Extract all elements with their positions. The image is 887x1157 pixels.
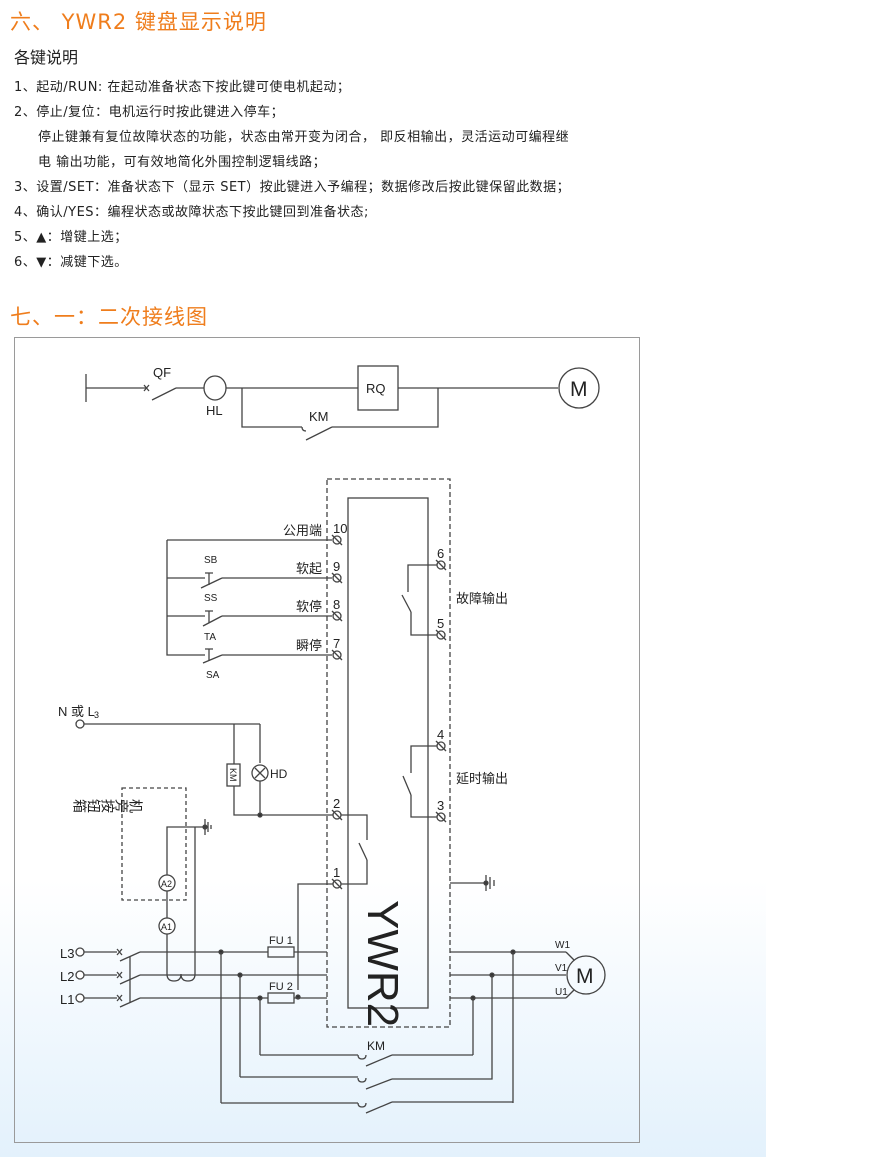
km-top-contact bbox=[305, 426, 333, 441]
key-desc-line: 3、设置/SET：准备状态下（显示 SET）按此键进入予编程；数据修改后按此键保… bbox=[14, 180, 571, 195]
fu1-label: FU 1 bbox=[269, 935, 293, 947]
delay-output-label: 延时输出 bbox=[456, 771, 508, 786]
section-7-title: 七、一：二次接线图 bbox=[10, 305, 208, 329]
coil-lamp-circuit bbox=[80, 723, 495, 1000]
wiring-diagram-frame bbox=[14, 337, 640, 1143]
terminal-number: 7 bbox=[333, 636, 340, 651]
terminal-5: 5 bbox=[435, 616, 447, 641]
phase-l2: L2 bbox=[60, 969, 74, 984]
km-bypass-contacts bbox=[221, 1054, 513, 1114]
qf-label: QF bbox=[153, 365, 171, 380]
hl-label: HL bbox=[206, 403, 223, 418]
terminal-number: 1 bbox=[333, 865, 340, 880]
terminal-10: 10 bbox=[331, 521, 347, 546]
fu1-fuse bbox=[267, 946, 295, 958]
terminal-2: 2 bbox=[331, 796, 343, 821]
hl-lamp-icon bbox=[203, 375, 227, 401]
motor-phase-v1: V1 bbox=[555, 963, 568, 974]
ammeter-a1-icon bbox=[158, 917, 176, 935]
fault-output-label: 故障输出 bbox=[456, 591, 508, 606]
fu2-label: FU 2 bbox=[269, 981, 293, 993]
terminal-6: 6 bbox=[435, 546, 447, 571]
motor-phase-u1: U1 bbox=[555, 987, 568, 998]
motor-output bbox=[450, 949, 606, 1103]
km-bottom-label: KM bbox=[367, 1039, 385, 1053]
terminal-4: 4 bbox=[435, 727, 447, 752]
rq-label: RQ bbox=[366, 381, 386, 396]
key-desc-line: 停止键兼有复位故障状态的功能，状态由常开变为闭合， 即反相输出，灵活运动可编程继 bbox=[38, 130, 570, 145]
hd-label: HD bbox=[270, 767, 288, 781]
key-desc-line: 2、停止/复位：电机运行时按此键进入停车； bbox=[14, 105, 285, 120]
neutral-subscript: 3 bbox=[94, 710, 99, 720]
terminal-label: 软停 bbox=[296, 599, 322, 614]
section-6-title: 六、 YWR2 键盘显示说明 bbox=[10, 10, 267, 34]
terminal-number: 9 bbox=[333, 559, 340, 574]
terminal-number: 3 bbox=[437, 798, 444, 813]
ammeter-a2-icon bbox=[158, 874, 176, 892]
ywr2-device-body bbox=[347, 497, 429, 1009]
terminal-label: 软起 bbox=[296, 561, 322, 576]
switch-label: SB bbox=[204, 555, 218, 566]
terminal-8: 8 bbox=[331, 597, 343, 622]
a1-label: A1 bbox=[161, 922, 172, 932]
key-desc-line: 6、▼：减键下选。 bbox=[14, 255, 128, 270]
breaker-x-icon bbox=[143, 384, 150, 392]
page-background bbox=[0, 0, 766, 1157]
neutral-terminal bbox=[75, 719, 85, 729]
phase-l3: L3 bbox=[60, 946, 74, 961]
key-desc-line: 电 输出功能，可有效地简化外围控制逻辑线路； bbox=[38, 155, 327, 170]
supply-terminal bbox=[75, 970, 85, 980]
switch-label: SA bbox=[206, 670, 220, 681]
button-box-dashed bbox=[121, 787, 187, 901]
km-top-label: KM bbox=[309, 409, 329, 424]
key-desc-line: 4、确认/YES：编程状态或故障状态下按此键回到准备状态; bbox=[14, 205, 369, 220]
device-dashed-boundary bbox=[326, 478, 451, 1028]
supply-terminal bbox=[75, 993, 85, 1003]
button-box-label: 机旁按钮箱 bbox=[73, 798, 143, 814]
switch-label: SS bbox=[204, 593, 218, 604]
three-phase-supply bbox=[84, 946, 327, 1103]
device-name: YWR2 bbox=[358, 900, 407, 1027]
switch-label: TA bbox=[204, 632, 216, 643]
terminal-number: 4 bbox=[437, 727, 444, 742]
terminal-9: 9 bbox=[331, 559, 343, 584]
terminal-1: 1 bbox=[331, 865, 343, 890]
terminal-7: 7 bbox=[331, 636, 343, 661]
main-circuit bbox=[85, 365, 600, 441]
motor-bottom-icon bbox=[566, 955, 606, 995]
a2-label: A2 bbox=[161, 879, 172, 889]
terminal-label: 瞬停 bbox=[296, 638, 322, 653]
delay-output-relay bbox=[402, 745, 441, 818]
terminal-number: 10 bbox=[333, 521, 347, 536]
neutral-label: N 或 L bbox=[58, 704, 95, 719]
motor-bottom-label: M bbox=[576, 965, 594, 988]
fault-output-relay bbox=[401, 564, 441, 636]
km-coil-label: KM bbox=[228, 768, 238, 782]
supply-terminal bbox=[75, 947, 85, 957]
terminal-label: 公用端 bbox=[283, 523, 322, 538]
terminal-number: 6 bbox=[437, 546, 444, 561]
fu2-fuse bbox=[267, 992, 295, 1004]
key-desc-line: 1、起动/RUN: 在起动准备状态下按此键可使电机起动； bbox=[14, 80, 351, 95]
terminal-3: 3 bbox=[435, 798, 447, 823]
control-input-wiring bbox=[166, 539, 332, 664]
key-desc-line: 5、▲：增键上选； bbox=[14, 230, 128, 245]
terminal-number: 8 bbox=[333, 597, 340, 612]
motor-top-icon bbox=[558, 367, 600, 409]
qf-switch bbox=[151, 387, 177, 401]
motor-phase-w1: W1 bbox=[555, 940, 570, 951]
terminal-number: 5 bbox=[437, 616, 444, 631]
phase-l1: L1 bbox=[60, 992, 74, 1007]
terminal-number: 2 bbox=[333, 796, 340, 811]
ammeter-circuit bbox=[158, 819, 212, 982]
motor-top-label: M bbox=[570, 378, 588, 401]
section-6-subtitle: 各键说明 bbox=[14, 48, 79, 67]
